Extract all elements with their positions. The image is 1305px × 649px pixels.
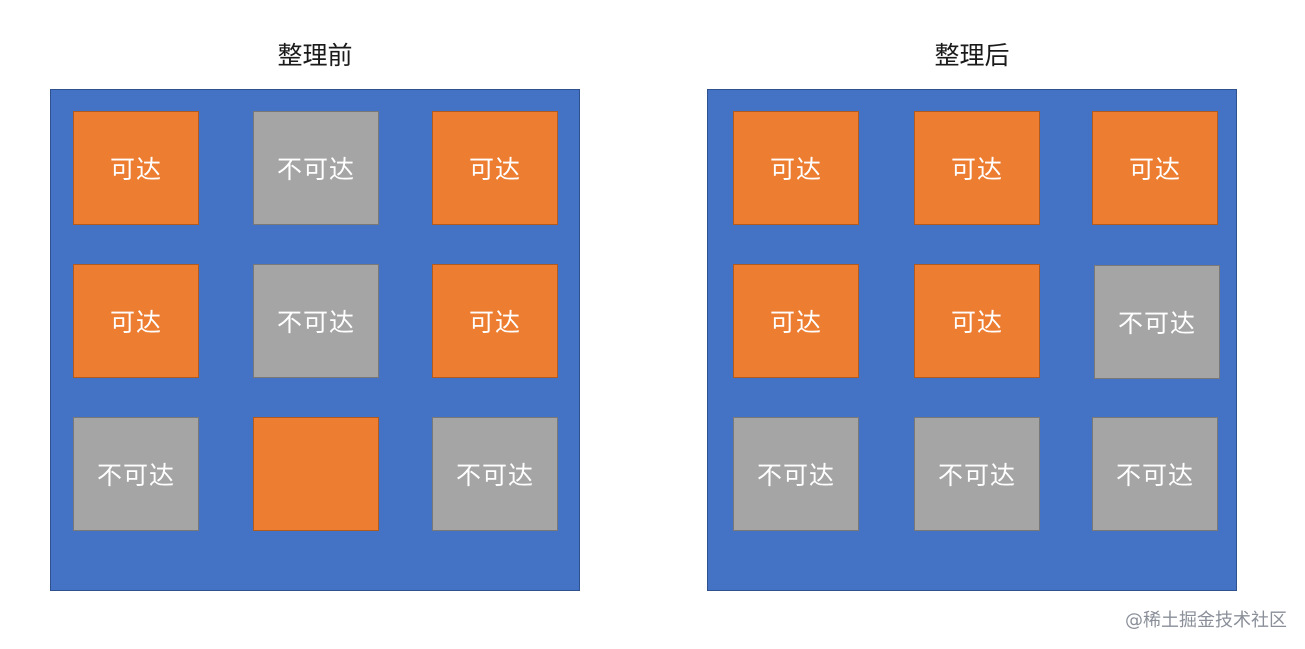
after-title: 整理后 xyxy=(934,41,1010,70)
after-cell-4: 可达 xyxy=(733,264,859,378)
before-cell-3: 可达 xyxy=(432,111,558,225)
after-panel: 可达 可达 可达 可达 可达 不可达 不可达 不可达 不可达 xyxy=(707,89,1237,591)
before-cell-6: 可达 xyxy=(432,264,558,378)
before-cell-4: 可达 xyxy=(73,264,199,378)
after-cell-5: 可达 xyxy=(914,264,1040,378)
before-panel: 可达 不可达 可达 可达 不可达 可达 不可达 不可达 xyxy=(50,89,580,591)
after-cell-3: 可达 xyxy=(1092,111,1218,225)
before-cell-2: 不可达 xyxy=(253,111,379,225)
before-cell-7: 不可达 xyxy=(73,417,199,531)
before-cell-1: 可达 xyxy=(73,111,199,225)
after-cell-1: 可达 xyxy=(733,111,859,225)
after-cell-7: 不可达 xyxy=(733,417,859,531)
before-cell-8 xyxy=(253,417,379,531)
before-cell-5: 不可达 xyxy=(253,264,379,378)
before-cell-9: 不可达 xyxy=(432,417,558,531)
after-cell-2: 可达 xyxy=(914,111,1040,225)
after-cell-6: 不可达 xyxy=(1094,265,1220,379)
after-cell-9: 不可达 xyxy=(1092,417,1218,531)
after-cell-8: 不可达 xyxy=(914,417,1040,531)
watermark: @稀土掘金技术社区 xyxy=(1125,610,1287,631)
before-title: 整理前 xyxy=(277,41,353,70)
